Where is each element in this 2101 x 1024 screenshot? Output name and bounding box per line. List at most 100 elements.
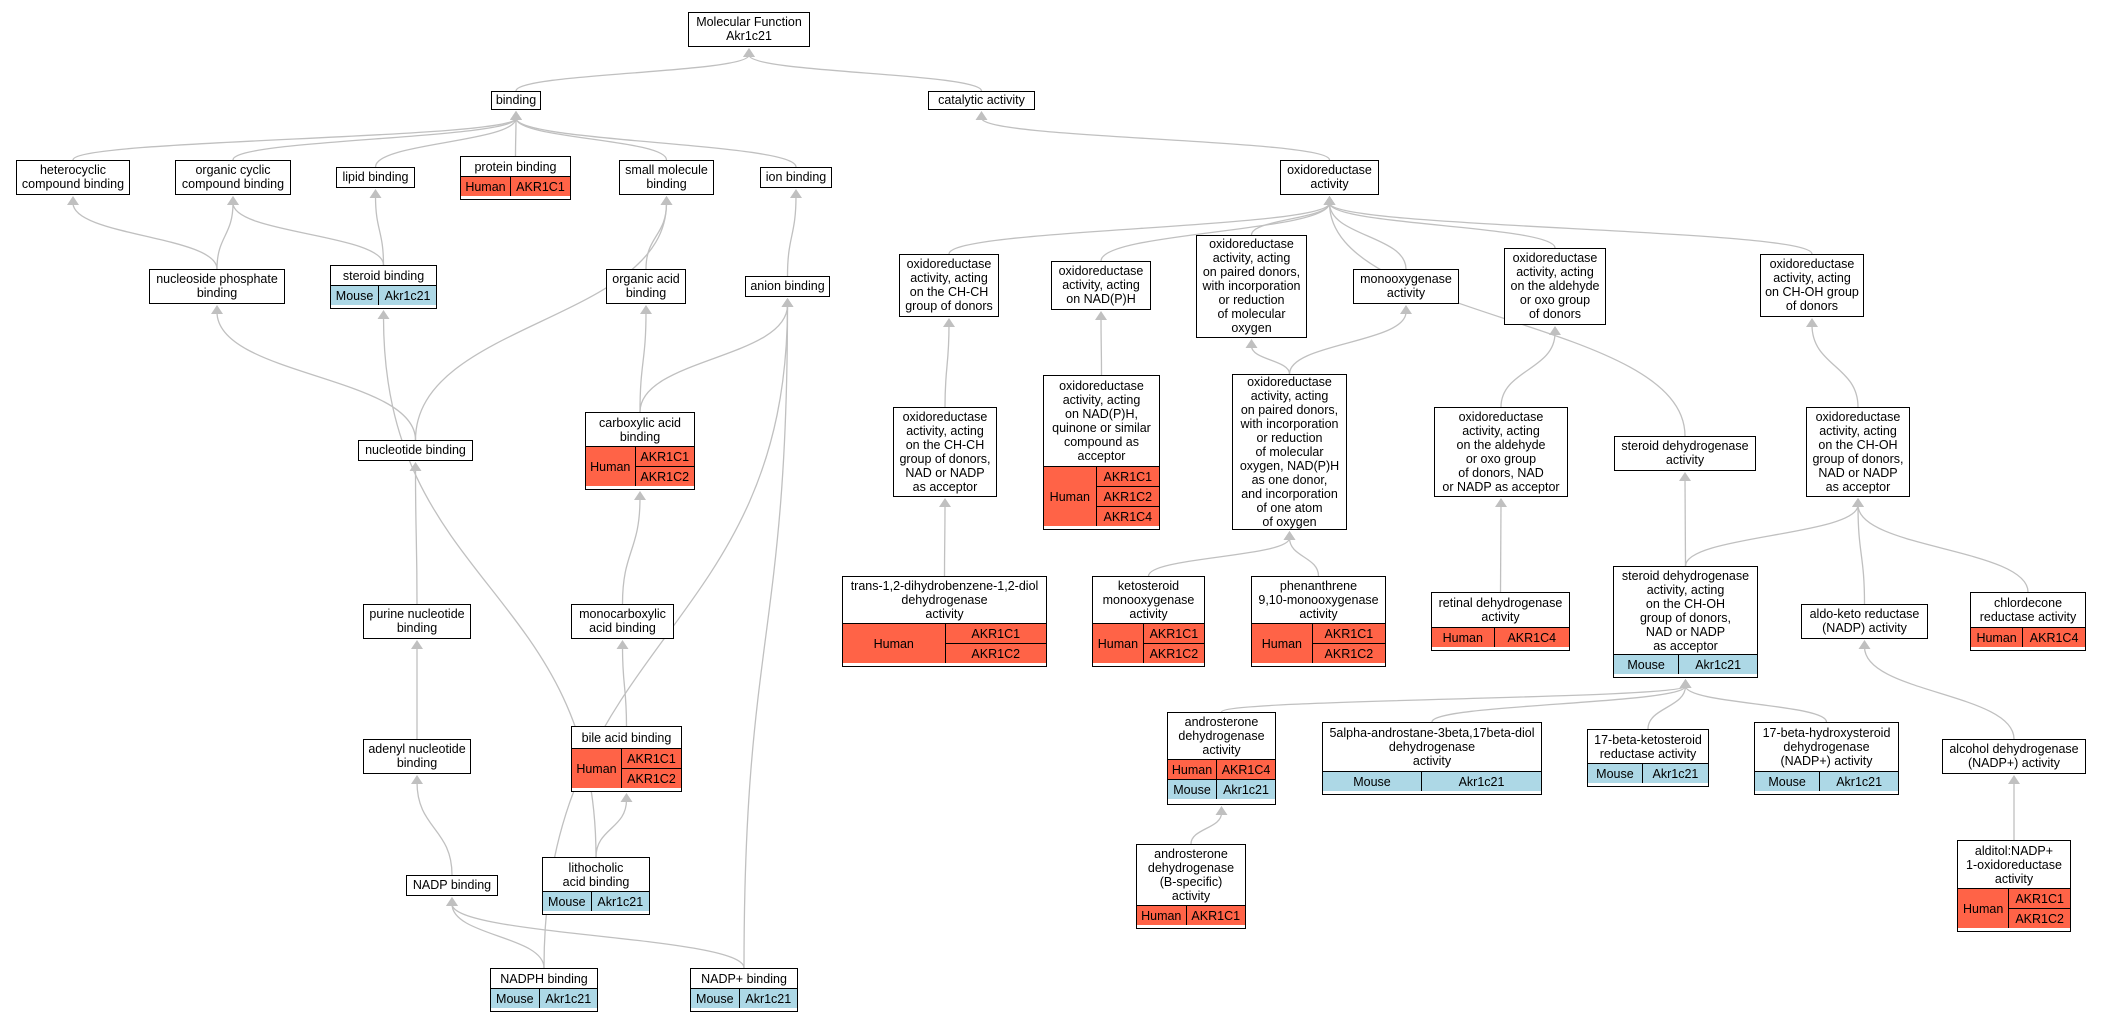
node-oxidoreductase-ch-ch-nad[interactable]: oxidoreductase activity, acting on the C… bbox=[893, 407, 997, 497]
term-label: lithocholic acid binding bbox=[562, 860, 630, 889]
gene-list: Akr1c21 bbox=[540, 989, 597, 1008]
gene-label: AKR1C4 bbox=[2029, 630, 2079, 645]
edge-n34-to-n26 bbox=[1499, 504, 1502, 593]
gene-list: AKR1C4 bbox=[1217, 760, 1275, 779]
node-nucleoside-phosphate-binding[interactable]: nucleoside phosphate binding bbox=[149, 269, 285, 304]
node-lipid-binding[interactable]: lipid binding bbox=[336, 167, 415, 188]
node-purine-nucleotide-binding[interactable]: purine nucleotide binding bbox=[363, 604, 471, 639]
node-5alpha-androstane-diol-dehydrogenase[interactable]: 5alpha-androstane-3beta,17beta-diol dehy… bbox=[1322, 722, 1542, 795]
arrowhead bbox=[1806, 318, 1818, 327]
node-nucleotide-binding[interactable]: nucleotide binding bbox=[358, 440, 473, 461]
term-label: protein binding bbox=[474, 159, 557, 174]
node-alcohol-dehydrogenase-nadp[interactable]: alcohol dehydrogenase (NADP+) activity bbox=[1942, 739, 2086, 774]
term-label: retinal dehydrogenase activity bbox=[1438, 596, 1563, 624]
node-catalytic-activity[interactable]: catalytic activity bbox=[928, 91, 1035, 110]
node-steroid-dehydrogenase-ch-oh[interactable]: steroid dehydrogenase activity, acting o… bbox=[1613, 566, 1758, 678]
node-oxidoreductase-paired-donors[interactable]: oxidoreductase activity, acting on paire… bbox=[1196, 235, 1307, 338]
node-aldo-keto-reductase[interactable]: aldo-keto reductase (NADP) activity bbox=[1801, 604, 1928, 639]
node-oxidoreductase-nadph-quinone[interactable]: oxidoreductase activity, acting on NAD(P… bbox=[1043, 375, 1160, 530]
term-label: monocarboxylic acid binding bbox=[579, 607, 666, 635]
term-label: nucleotide binding bbox=[365, 443, 466, 457]
node-monocarboxylic-acid-binding[interactable]: monocarboxylic acid binding bbox=[571, 604, 674, 639]
node-oxidoreductase-ch-oh[interactable]: oxidoreductase activity, acting on CH-OH… bbox=[1760, 254, 1864, 317]
arrowhead bbox=[1400, 305, 1412, 314]
arrowhead bbox=[634, 491, 646, 500]
term-label: anion binding bbox=[750, 279, 825, 293]
node-molecular-function[interactable]: Molecular Function Akr1c21 bbox=[688, 12, 810, 47]
edge-n45-to-n38 bbox=[416, 781, 453, 876]
term-label: oxidoreductase activity, acting on NAD(P… bbox=[1052, 379, 1151, 463]
species-label: Human bbox=[1958, 889, 2010, 928]
node-17-beta-hydroxysteroid-dehydrogenase[interactable]: 17-beta-hydroxysteroid dehydrogenase (NA… bbox=[1754, 722, 1899, 795]
gene-label: AKR1C4 bbox=[1507, 630, 1557, 645]
term-label: 17-beta-ketosteroid reductase activity bbox=[1594, 732, 1702, 761]
edge-n21-to-n11 bbox=[216, 311, 417, 441]
node-phenanthrene-monooxygenase[interactable]: phenanthrene 9,10-monooxygenase activity… bbox=[1251, 576, 1386, 667]
gene-label: AKR1C4 bbox=[1096, 506, 1159, 526]
term-label: 17-beta-hydroxysteroid dehydrogenase (NA… bbox=[1762, 726, 1891, 768]
node-oxidoreductase-ch-ch[interactable]: oxidoreductase activity, acting on the C… bbox=[899, 254, 999, 317]
edge-n16-to-n10 bbox=[1100, 202, 1331, 262]
term-label: oxidoreductase activity, acting on NAD(P… bbox=[1058, 264, 1144, 306]
edge-n24-to-n16 bbox=[1100, 317, 1103, 376]
gene-list: Akr1c21 bbox=[1820, 772, 1898, 791]
gene-list: Akr1c21 bbox=[740, 989, 797, 1008]
arrowhead bbox=[411, 640, 423, 649]
node-oxidoreductase-ch-oh-nad[interactable]: oxidoreductase activity, acting on the C… bbox=[1806, 407, 1910, 497]
gene-list: AKR1C1 bbox=[511, 177, 570, 196]
node-organic-cyclic-compound-binding[interactable]: organic cyclic compound binding bbox=[175, 160, 291, 195]
node-nadp-binding[interactable]: NADP binding bbox=[406, 875, 498, 896]
node-organic-acid-binding[interactable]: organic acid binding bbox=[606, 269, 686, 304]
term-label: steroid dehydrogenase activity bbox=[1621, 439, 1749, 467]
node-ion-binding[interactable]: ion binding bbox=[760, 167, 832, 188]
term-label: adenyl nucleotide binding bbox=[368, 742, 466, 770]
edge-n46-to-n12 bbox=[382, 316, 597, 858]
node-oxidoreductase-aldehyde-oxo[interactable]: oxidoreductase activity, acting on the a… bbox=[1504, 248, 1606, 325]
term-label: oxidoreductase activity, acting on the a… bbox=[1442, 409, 1560, 494]
node-oxidoreductase-nadph[interactable]: oxidoreductase activity, acting on NAD(P… bbox=[1051, 261, 1151, 310]
arrowhead bbox=[943, 318, 955, 327]
gene-label: Akr1c21 bbox=[597, 894, 644, 909]
node-steroid-dehydrogenase-activity[interactable]: steroid dehydrogenase activity bbox=[1614, 436, 1756, 471]
node-binding[interactable]: binding bbox=[491, 91, 541, 110]
node-oxidoreductase-aldehyde-nad[interactable]: oxidoreductase activity, acting on the a… bbox=[1434, 407, 1568, 497]
gene-label: Akr1c21 bbox=[545, 991, 592, 1006]
species-label: Mouse bbox=[1168, 780, 1218, 799]
gene-label: AKR1C1 bbox=[1103, 469, 1153, 484]
gene-list: Akr1c21 bbox=[1679, 655, 1757, 674]
node-adenyl-nucleotide-binding[interactable]: adenyl nucleotide binding bbox=[363, 739, 471, 774]
node-trans-dihydrobenzene-diol-dehydrogenase[interactable]: trans-1,2-dihydrobenzene-1,2-diol dehydr… bbox=[842, 576, 1047, 667]
term-label: catalytic activity bbox=[938, 93, 1025, 107]
gene-label: AKR1C2 bbox=[1143, 643, 1204, 663]
node-oxidoreductase-activity[interactable]: oxidoreductase activity bbox=[1280, 160, 1379, 195]
species-label: Mouse bbox=[1755, 772, 1821, 791]
node-small-molecule-binding[interactable]: small molecule binding bbox=[619, 160, 714, 195]
node-anion-binding[interactable]: anion binding bbox=[745, 276, 830, 297]
gene-list: Akr1c21 bbox=[592, 892, 649, 911]
node-monooxygenase-activity[interactable]: monooxygenase activity bbox=[1353, 269, 1459, 304]
term-label: lipid binding bbox=[342, 170, 409, 184]
node-heterocyclic-compound-binding[interactable]: heterocyclic compound binding bbox=[16, 160, 130, 195]
gene-list: Akr1c21 bbox=[1422, 772, 1541, 791]
node-oxidoreductase-paired-donors-nadph[interactable]: oxidoreductase activity, acting on paire… bbox=[1232, 374, 1347, 530]
node-androsterone-dehydrogenase-b-specific[interactable]: androsterone dehydrogenase (B-specific) … bbox=[1136, 844, 1246, 929]
term-label: nucleoside phosphate binding bbox=[156, 272, 278, 300]
gene-list: AKR1C4 bbox=[1495, 628, 1569, 647]
